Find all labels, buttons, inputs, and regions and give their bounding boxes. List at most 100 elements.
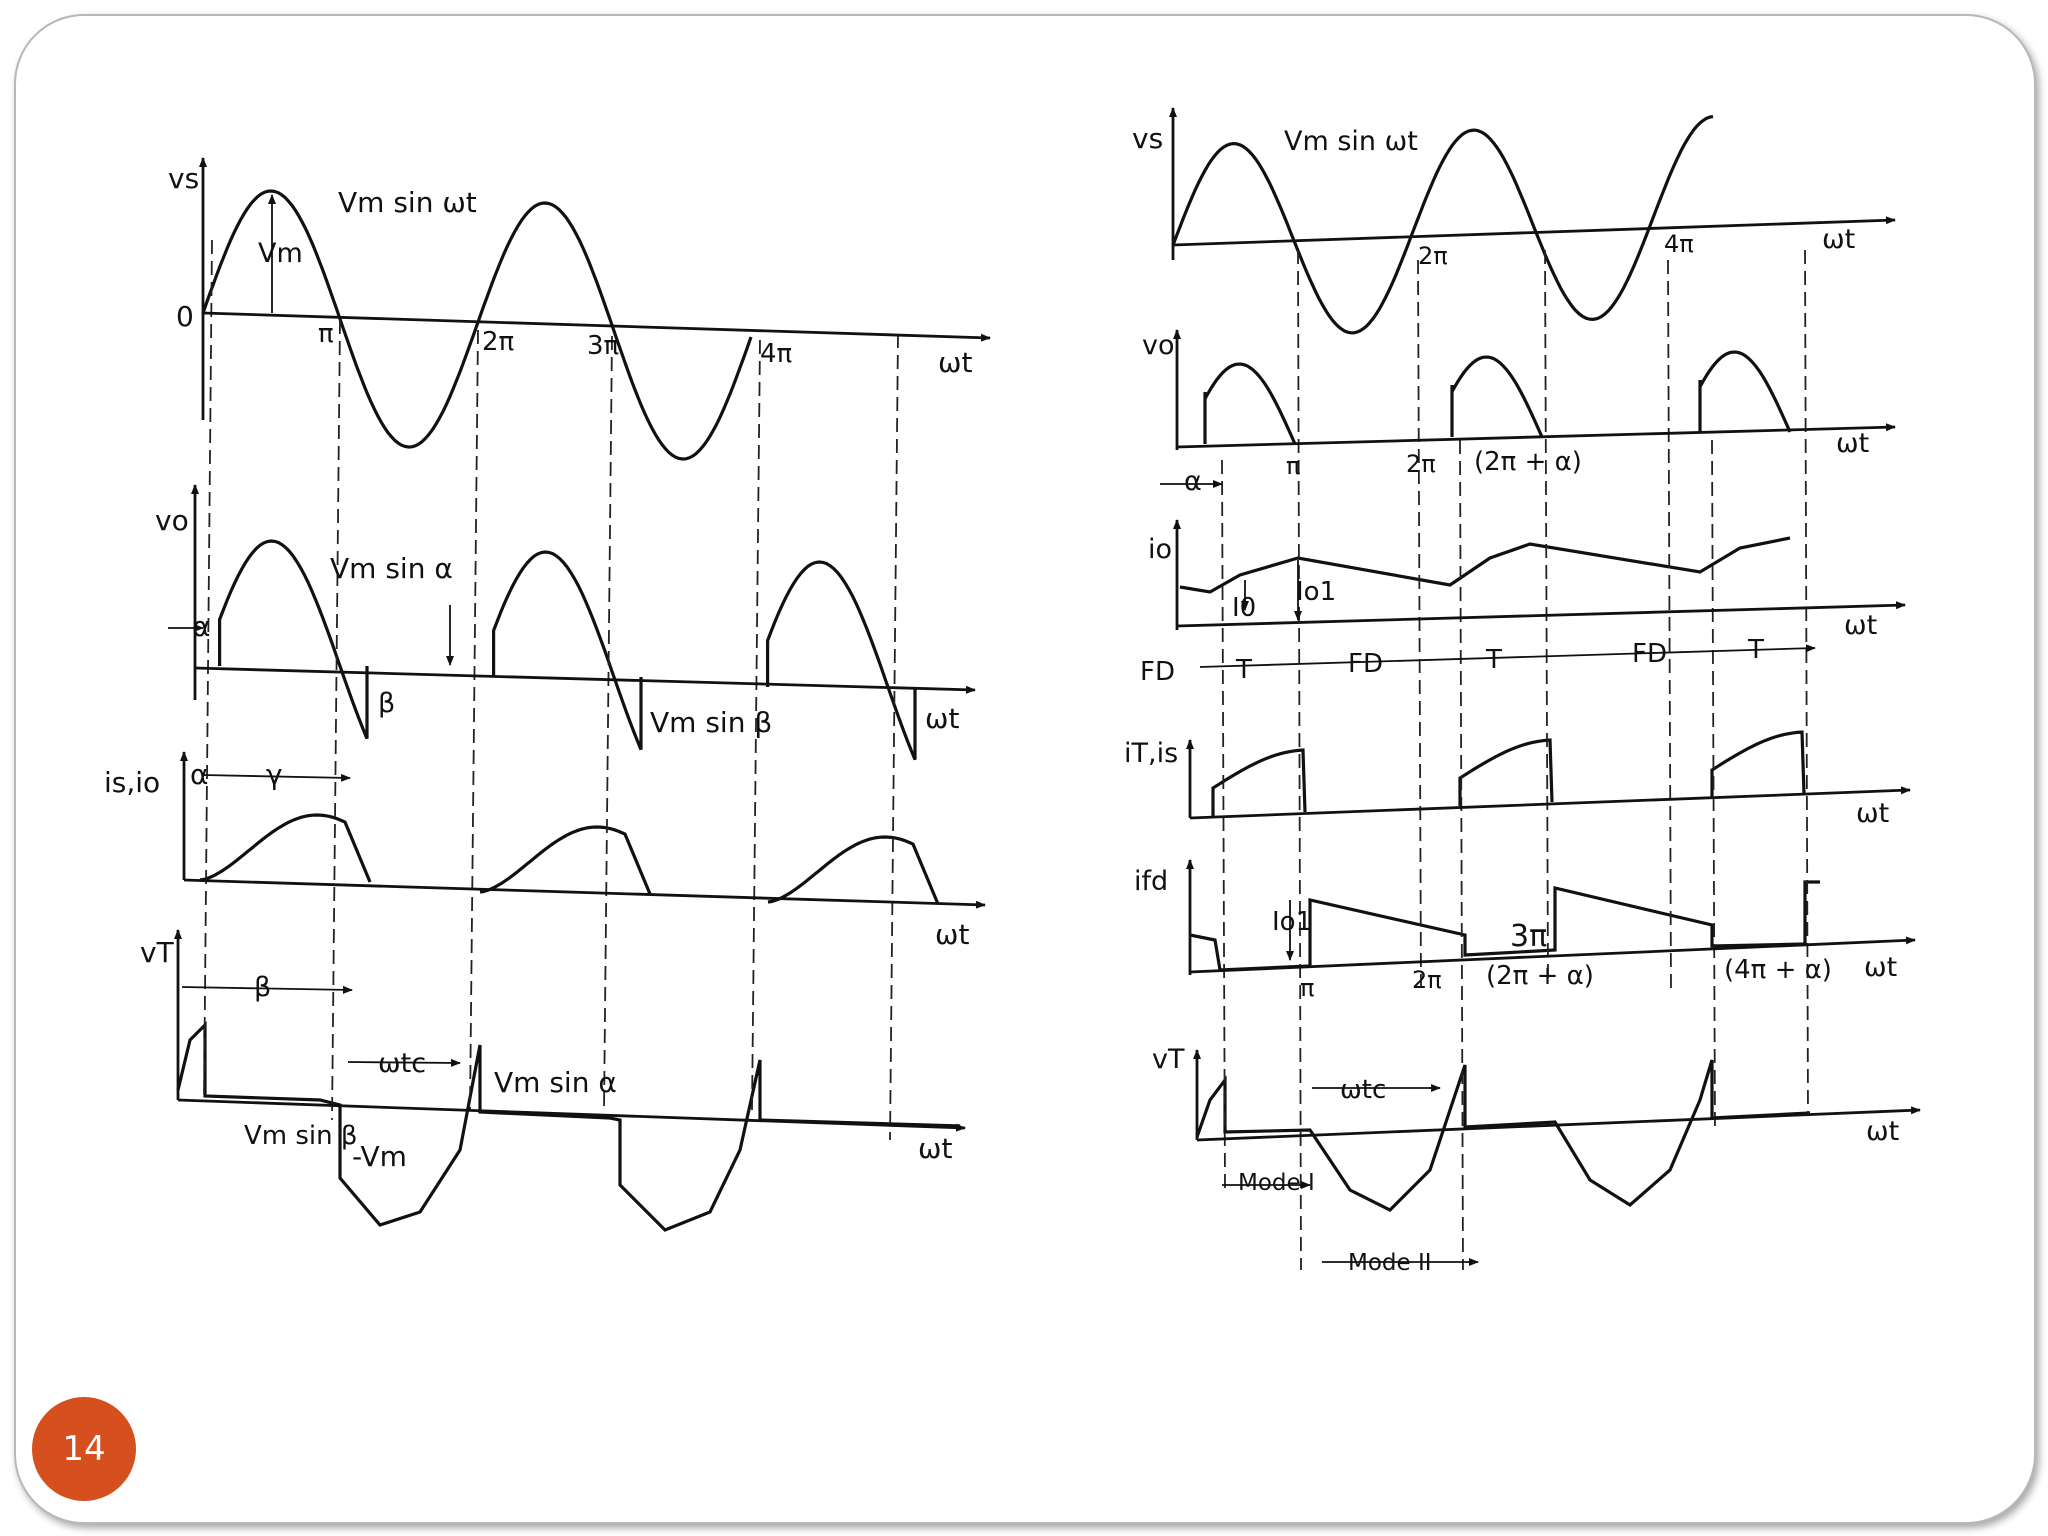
left-vo-x-axis [194, 666, 976, 694]
left-3pi-label: 3π [587, 331, 619, 361]
left-guide-line-5 [751, 339, 761, 1111]
right-vs-x-axis [1172, 216, 1896, 247]
left-vs-axis-label: vs [168, 162, 199, 195]
right-io-io1-label: Io1 [1296, 577, 1336, 607]
left-vo-pulse-3 [765, 560, 917, 761]
right-ifd-4pialpha-label: (4π + α) [1724, 955, 1832, 985]
left-vo-pulse-2 [492, 550, 643, 751]
right-mode-fd-1: FD [1140, 657, 1175, 687]
left-vt-negvm-label: -Vm [352, 1140, 407, 1173]
left-vt-beta-dim [181, 985, 353, 994]
left-vt-beta-label: β [254, 972, 271, 1003]
left-vt-wtc-dim [347, 1058, 461, 1067]
right-guide-line-7 [1711, 439, 1716, 1131]
right-io-wt-label: ωt [1844, 610, 1877, 641]
right-vo-x-axis [1176, 423, 1896, 449]
right-ifd-x-axis [1189, 936, 1916, 974]
right-vt-mode2-label: Mode II [1348, 1250, 1432, 1276]
right-io-axis-label: io [1148, 534, 1172, 565]
left-vo-axis-label: vo [155, 504, 189, 537]
right-ifd-2pi-label: 2π [1412, 966, 1442, 994]
left-vo-wt-label: ωt [925, 702, 959, 735]
right-io-x-axis [1176, 601, 1906, 628]
left-vo-vmsinb-label: Vm sin β [650, 706, 772, 739]
right-vo-2pialpha-label: (2π + α) [1474, 447, 1582, 477]
left-vs-sine [201, 189, 753, 461]
left-io-pulse-2 [479, 825, 652, 895]
left-vt-wave [176, 1021, 961, 1232]
right-ifd-3pi-label: 3π [1510, 919, 1547, 954]
right-vt-x-axis [1196, 1106, 1921, 1142]
left-vt-x-axis [177, 1098, 966, 1132]
right-it-wt-label: ωt [1856, 798, 1889, 829]
right-vo-pulse-2 [1450, 355, 1544, 438]
left-vo-beta-label: β [378, 688, 395, 719]
left-4pi-label: 4π [760, 339, 792, 369]
left-io-gamma-dim [202, 773, 351, 782]
right-mode-t-2: T [1485, 645, 1502, 675]
right-vt-axis-label: vT [1152, 1044, 1185, 1075]
right-vt-wt-label: ωt [1866, 1116, 1899, 1147]
left-vt-vmsinb-label: Vm sin β [244, 1121, 357, 1151]
left-io-axis-label: is,io [104, 766, 160, 799]
left-vt-wtc-label: ωtc [378, 1048, 426, 1079]
left-vs-x-axis [202, 311, 991, 342]
right-vo-pulse-3 [1698, 350, 1792, 433]
right-vs-wt-label: ωt [1822, 224, 1855, 255]
right-vo-axis-label: vo [1142, 330, 1175, 361]
left-origin-label: 0 [176, 300, 194, 333]
left-vm-label: Vm [258, 238, 303, 269]
right-io-wave [1179, 536, 1791, 594]
right-it-pulse-3 [1710, 730, 1806, 798]
left-vt-vmsina-label: Vm sin α [494, 1066, 617, 1099]
right-ifd-pi-label: π [1300, 974, 1314, 1002]
right-it-x-axis [1189, 786, 1911, 820]
right-ifd-io1-label: Io1 [1272, 907, 1312, 937]
left-vo-pulse-1 [218, 539, 369, 740]
left-guide-line-4 [603, 335, 613, 1111]
left-vo-alpha-label: α [192, 610, 210, 643]
right-it-pulse-1 [1211, 748, 1307, 816]
right-vs-4pi-label: 4π [1664, 230, 1694, 258]
left-2pi-label: 2π [482, 327, 514, 357]
slide-frame [14, 14, 2036, 1524]
right-vo-2pi-label: 2π [1406, 450, 1436, 478]
right-ifd-axis-label: ifd [1134, 866, 1168, 897]
left-guide-line-3 [469, 329, 479, 1111]
right-ifd-2pialpha-label: (2π + α) [1486, 961, 1594, 991]
left-io-pulse-1 [199, 813, 372, 883]
left-io-wt-label: ωt [935, 918, 969, 951]
right-vo-pi-label: π [1286, 452, 1300, 480]
left-vs-curve-label: Vm sin ωt [338, 186, 477, 219]
right-it-axis-label: iT,is [1124, 738, 1178, 769]
right-vo-alpha-label: α [1184, 466, 1202, 497]
left-io-pulse-3 [767, 835, 940, 905]
right-guide-line-3 [1417, 259, 1422, 991]
right-guide-line-6 [1667, 259, 1672, 991]
right-vo-wt-label: ωt [1836, 428, 1869, 459]
right-modes-arrow-line [1199, 644, 1816, 668]
left-vt-axis-label: vT [140, 936, 175, 969]
left-guide-line-6 [889, 333, 899, 1141]
right-vs-2pi-label: 2π [1418, 242, 1448, 270]
right-mode-fd-2: FD [1348, 649, 1383, 679]
right-vs-axis-label: vs [1132, 122, 1163, 155]
right-guide-line-2 [1297, 249, 1302, 1271]
left-io-alpha-label: α [190, 758, 208, 791]
right-mode-fd-3: FD [1632, 639, 1667, 669]
right-it-pulse-2 [1458, 738, 1554, 806]
right-io-i0-label: I0 [1232, 593, 1256, 623]
right-mode-t-1: T [1235, 655, 1252, 685]
left-guide-line-1 [203, 239, 213, 1101]
left-vo-vmsina-label: Vm sin α [330, 552, 453, 585]
right-mode-t-3: T [1747, 635, 1764, 665]
left-vt-wt-label: ωt [918, 1132, 952, 1165]
left-io-x-axis [183, 878, 986, 909]
right-guide-line-4 [1459, 439, 1464, 1271]
left-guide-line-2 [331, 319, 341, 1121]
right-vt-wtc-label: ωtc [1340, 1075, 1386, 1105]
right-ifd-wt-label: ωt [1864, 952, 1897, 983]
right-vs-sine [1171, 115, 1714, 335]
left-pi-label: π [318, 319, 334, 349]
